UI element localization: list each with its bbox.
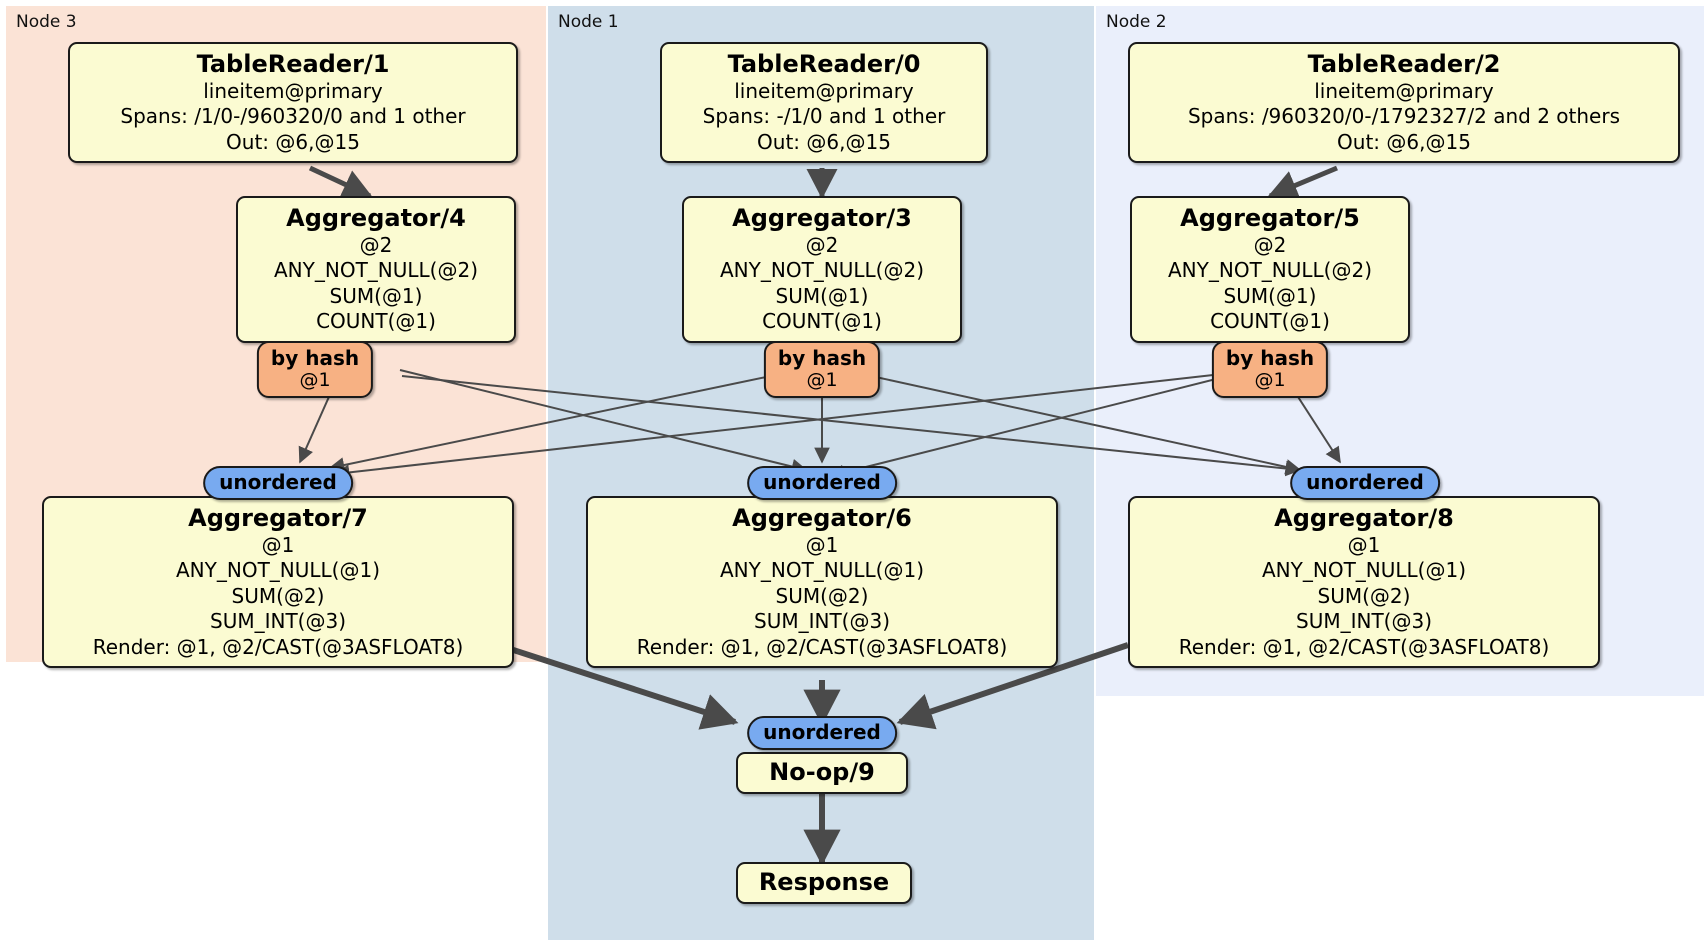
processor-title: Response <box>758 868 890 896</box>
processor-line: COUNT(@1) <box>316 309 436 334</box>
router-by-hash-left[interactable]: by hash @1 <box>256 341 374 398</box>
processor-line: SUM_INT(@3) <box>1296 609 1432 634</box>
stream-label: unordered <box>219 470 337 494</box>
stream-unordered-center[interactable]: unordered <box>747 466 897 500</box>
processor-line: Out: @6,@15 <box>1337 129 1471 154</box>
processor-line: @1 <box>1347 533 1381 557</box>
processor-line: COUNT(@1) <box>762 309 882 334</box>
processor-no-op-9[interactable]: No-op/9 <box>736 752 908 794</box>
router-title: by hash <box>270 346 360 370</box>
processor-aggregator-8[interactable]: Aggregator/8 @1 ANY_NOT_NULL(@1) SUM(@2)… <box>1128 496 1600 668</box>
processor-line: lineitem@primary <box>203 79 383 103</box>
stream-label: unordered <box>763 720 881 744</box>
processor-title: TableReader/0 <box>727 50 921 78</box>
node-region-label: Node 1 <box>558 12 619 32</box>
processor-line: ANY_NOT_NULL(@2) <box>1168 258 1372 283</box>
processor-line: SUM_INT(@3) <box>210 609 346 634</box>
node-region-label: Node 3 <box>16 12 77 32</box>
stream-label: unordered <box>763 470 881 494</box>
processor-line: ANY_NOT_NULL(@1) <box>176 558 380 583</box>
processor-aggregator-6[interactable]: Aggregator/6 @1 ANY_NOT_NULL(@1) SUM(@2)… <box>586 496 1058 668</box>
stream-unordered-right[interactable]: unordered <box>1290 466 1440 500</box>
processor-line: Render: @1, @2/CAST(@3ASFLOAT8) <box>1178 634 1550 659</box>
router-by-hash-right[interactable]: by hash @1 <box>1211 341 1329 398</box>
router-subtitle: @1 <box>806 369 838 391</box>
router-subtitle: @1 <box>299 369 331 391</box>
router-subtitle: @1 <box>1254 369 1286 391</box>
processor-line: ANY_NOT_NULL(@2) <box>274 258 478 283</box>
router-title: by hash <box>777 346 867 370</box>
processor-line: ANY_NOT_NULL(@2) <box>720 258 924 283</box>
processor-table-reader-2[interactable]: TableReader/2 lineitem@primary Spans: /9… <box>1128 42 1680 164</box>
processor-table-reader-0[interactable]: TableReader/0 lineitem@primary Spans: -/… <box>660 42 988 164</box>
processor-line: SUM(@2) <box>1317 583 1411 608</box>
processor-title: Aggregator/8 <box>1274 504 1454 532</box>
processor-line: SUM(@2) <box>231 583 325 608</box>
processor-line: Render: @1, @2/CAST(@3ASFLOAT8) <box>92 634 464 659</box>
processor-line: Spans: -/1/0 and 1 other <box>702 104 946 129</box>
router-title: by hash <box>1225 346 1315 370</box>
processor-line: SUM(@1) <box>329 283 423 308</box>
processor-aggregator-7[interactable]: Aggregator/7 @1 ANY_NOT_NULL(@1) SUM(@2)… <box>42 496 514 668</box>
processor-table-reader-1[interactable]: TableReader/1 lineitem@primary Spans: /1… <box>68 42 518 164</box>
processor-title: Aggregator/6 <box>732 504 912 532</box>
processor-line: Out: @6,@15 <box>757 129 891 154</box>
stream-unordered-left[interactable]: unordered <box>203 466 353 500</box>
processor-aggregator-5[interactable]: Aggregator/5 @2 ANY_NOT_NULL(@2) SUM(@1)… <box>1130 196 1410 343</box>
processor-title: Aggregator/5 <box>1180 204 1360 232</box>
processor-line: @2 <box>805 233 839 257</box>
processor-line: @1 <box>805 533 839 557</box>
processor-response[interactable]: Response <box>736 862 912 904</box>
processor-title: TableReader/1 <box>196 50 390 78</box>
processor-line: SUM(@1) <box>775 283 869 308</box>
node-region-label: Node 2 <box>1106 12 1167 32</box>
processor-aggregator-4[interactable]: Aggregator/4 @2 ANY_NOT_NULL(@2) SUM(@1)… <box>236 196 516 343</box>
processor-line: Out: @6,@15 <box>226 129 360 154</box>
processor-title: Aggregator/4 <box>286 204 466 232</box>
stream-unordered-final[interactable]: unordered <box>747 716 897 750</box>
processor-line: SUM(@2) <box>775 583 869 608</box>
processor-line: Render: @1, @2/CAST(@3ASFLOAT8) <box>636 634 1008 659</box>
processor-line: SUM(@1) <box>1223 283 1317 308</box>
processor-aggregator-3[interactable]: Aggregator/3 @2 ANY_NOT_NULL(@2) SUM(@1)… <box>682 196 962 343</box>
processor-line: @2 <box>1253 233 1287 257</box>
processor-line: ANY_NOT_NULL(@1) <box>1262 558 1466 583</box>
processor-line: COUNT(@1) <box>1210 309 1330 334</box>
stream-label: unordered <box>1306 470 1424 494</box>
processor-line: @1 <box>261 533 295 557</box>
processor-line: ANY_NOT_NULL(@1) <box>720 558 924 583</box>
processor-line: lineitem@primary <box>1314 79 1494 103</box>
processor-title: TableReader/2 <box>1307 50 1501 78</box>
processor-line: lineitem@primary <box>734 79 914 103</box>
processor-line: Spans: /1/0-/960320/0 and 1 other <box>120 104 466 129</box>
processor-title: Aggregator/3 <box>732 204 912 232</box>
processor-title: Aggregator/7 <box>188 504 368 532</box>
router-by-hash-center[interactable]: by hash @1 <box>763 341 881 398</box>
processor-line: SUM_INT(@3) <box>754 609 890 634</box>
processor-line: @2 <box>359 233 393 257</box>
processor-title: No-op/9 <box>769 758 875 786</box>
processor-line: Spans: /960320/0-/1792327/2 and 2 others <box>1187 104 1620 129</box>
